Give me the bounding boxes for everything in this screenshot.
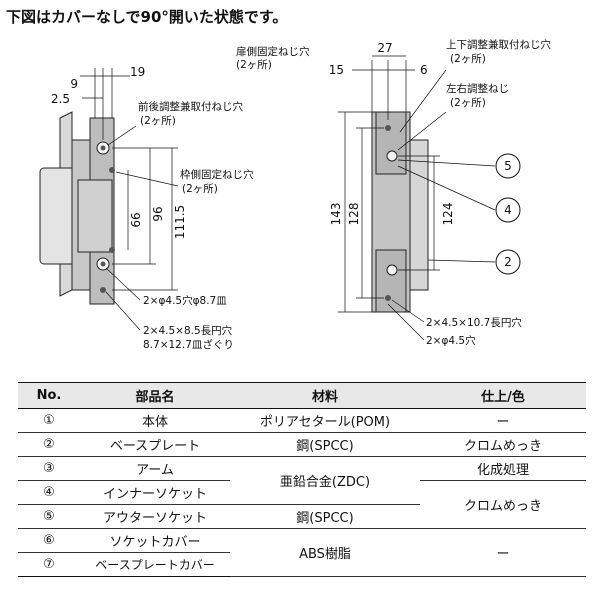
cell-no: ⑤ <box>18 504 80 529</box>
cell-name: 本体 <box>80 408 230 433</box>
table-row: ③ アーム 亜鉛合金(ZDC) 化成処理 <box>18 456 586 505</box>
cell-no: ① <box>18 408 80 433</box>
dim-128: 128 <box>347 203 361 226</box>
cell-material: 鋼(SPCC) <box>230 504 420 529</box>
label-updown: 上下調整兼取付ねじ穴 <box>446 38 551 51</box>
door-fix-label: 扉側固定ねじ穴 <box>236 46 310 58</box>
socket-lower <box>375 249 407 313</box>
dim-143: 143 <box>329 203 343 226</box>
cell-no: ⑥ <box>18 528 80 553</box>
cell-finish: クロムめっき <box>420 432 586 457</box>
header-name: 部品名 <box>80 382 230 409</box>
table-row: ⑤ アウターソケット 鋼(SPCC) <box>18 504 586 529</box>
label-hole-d: 2×4.5×10.7長円穴 <box>426 316 522 329</box>
door-screw-lower <box>385 295 391 301</box>
table-header-row: No. 部品名 材料 仕上/色 <box>18 382 586 409</box>
callout-2 <box>495 249 521 275</box>
callout-4-label: 4 <box>504 203 512 217</box>
table-row: ⑦ ベースプレートカバー <box>18 552 586 577</box>
cell-name: ベースプレート <box>80 432 230 457</box>
callout-4 <box>495 197 521 223</box>
cell-no: ② <box>18 432 80 457</box>
door-screw-upper <box>385 125 391 131</box>
parts-table: No. 部品名 材料 仕上/色 ① 本体 ポリアセタール(POM) ー ② ベー… <box>18 382 586 577</box>
cell-finish-merged: クロムめっき <box>420 480 586 529</box>
cell-material-merged: 亜鉛合金(ZDC) <box>230 456 420 505</box>
label-hole-b: 2×4.5×8.5長円穴 <box>143 324 233 337</box>
adjust-screw-upper <box>386 150 398 162</box>
label-leftright-qty: (2ヶ所) <box>450 97 486 109</box>
dim-2-5: 2.5 <box>51 92 70 106</box>
cell-material: ポリアセタール(POM) <box>230 408 420 433</box>
table-row: ④ インナーソケット クロムめっき <box>18 480 586 529</box>
hinge-drawing: 9 19 2.5 66 96 111.5 前後調整兼取付ねじ穴 (2ヶ所) 枠側… <box>39 38 552 351</box>
dim-19: 19 <box>130 65 145 79</box>
header-no: No. <box>18 382 80 409</box>
label-frame-fix: 枠側固定ねじ穴 <box>180 168 254 181</box>
label-front-back-qty: (2ヶ所) <box>140 115 176 127</box>
label-front-back: 前後調整兼取付ねじ穴 <box>138 100 243 113</box>
right-view: 27 15 6 143 128 124 扉側固定ねじ穴 (2ヶ所) 上下調整兼取… <box>329 38 552 347</box>
cell-no: ④ <box>18 480 80 505</box>
door-fix-qty: (2ヶ所) <box>236 59 272 71</box>
screw-hole-lower-center <box>100 261 106 267</box>
label-leftright: 左右調整ねじ <box>446 82 509 95</box>
label-hole-c: 8.7×12.7皿ざぐり <box>143 338 234 351</box>
cell-no: ⑦ <box>18 552 80 577</box>
dim-124: 124 <box>441 203 455 226</box>
dim-96: 96 <box>151 206 165 221</box>
cell-finish: ー <box>420 408 586 433</box>
socket-upper <box>375 111 407 175</box>
dim-66: 66 <box>129 212 143 227</box>
callout-2-label: 2 <box>504 255 512 269</box>
callout-5-label: 5 <box>504 159 512 173</box>
adjust-screw-lower <box>386 264 398 276</box>
caption: 下図はカバーなしで90°開いた状態です。 <box>6 8 288 26</box>
label-hole-a: 2×φ4.5穴φ8.7皿 <box>143 294 227 307</box>
frame-screw-upper <box>109 167 115 173</box>
screw-hole-upper-center <box>100 145 106 151</box>
door-fix-label-block: 扉側固定ねじ穴 (2ヶ所) <box>236 46 310 72</box>
callout-5 <box>495 153 521 179</box>
base-plate-right <box>409 139 429 291</box>
dim-27: 27 <box>377 41 392 55</box>
dim-9: 9 <box>70 77 78 91</box>
cell-finish: 化成処理 <box>420 456 586 481</box>
frame-screw-lower <box>109 247 115 253</box>
label-frame-fix-qty: (2ヶ所) <box>182 183 218 195</box>
dim-111-5: 111.5 <box>173 205 187 239</box>
cell-material-merged: ABS樹脂 <box>230 528 420 577</box>
label-updown-qty: (2ヶ所) <box>450 53 486 65</box>
header-material: 材料 <box>230 382 420 409</box>
header-finish: 仕上/色 <box>420 382 586 409</box>
dim-15: 15 <box>329 63 344 77</box>
dim-6: 6 <box>420 63 428 77</box>
table-row: ⑥ ソケットカバー ABS樹脂 ー <box>18 528 586 577</box>
left-view: 9 19 2.5 66 96 111.5 前後調整兼取付ねじ穴 (2ヶ所) 枠側… <box>39 65 254 351</box>
cell-material: 鋼(SPCC) <box>230 432 420 457</box>
cell-name: ベースプレートカバー <box>80 552 230 577</box>
cell-name: インナーソケット <box>80 480 230 505</box>
cell-name: ソケットカバー <box>80 528 230 553</box>
cell-finish-merged: ー <box>420 528 586 577</box>
slot-hole-lower <box>100 287 106 293</box>
table-row: ② ベースプレート 鋼(SPCC) クロムめっき <box>18 432 586 457</box>
hinge-center <box>77 179 113 253</box>
table-row: ① 本体 ポリアセタール(POM) ー <box>18 408 586 433</box>
cell-name: アーム <box>80 456 230 481</box>
cell-no: ③ <box>18 456 80 481</box>
label-hole-e: 2×φ4.5穴 <box>426 334 476 347</box>
cell-name: アウターソケット <box>80 504 230 529</box>
